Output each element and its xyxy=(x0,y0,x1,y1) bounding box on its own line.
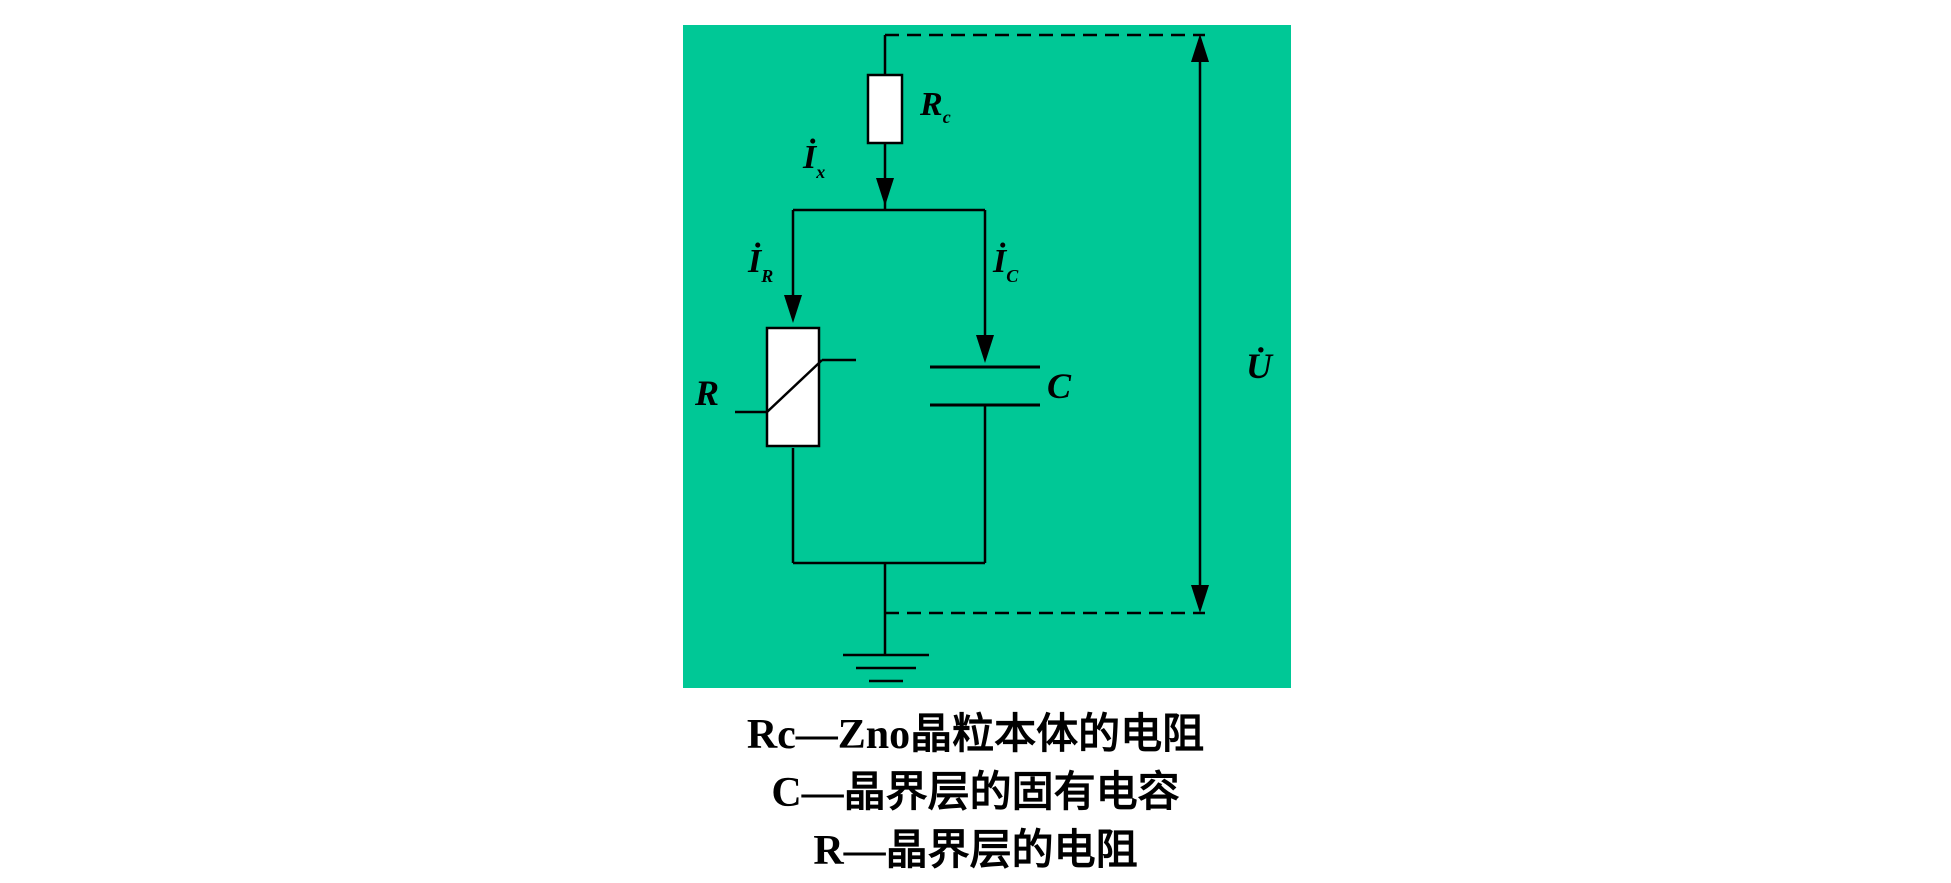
label-ix: İx xyxy=(802,138,825,182)
varistor-diagonal-inside xyxy=(766,362,820,413)
arrow-ir xyxy=(784,295,802,323)
label-ic: İC xyxy=(992,242,1019,286)
arrow-u-top xyxy=(1191,34,1209,62)
arrow-u-bottom xyxy=(1191,585,1209,613)
legend-line-2: C—晶界层的固有电容 xyxy=(771,770,1180,816)
arrow-ix xyxy=(876,178,894,206)
legend-line-1: Rc—Zno晶粒本体的电阻 xyxy=(746,712,1205,758)
arrow-ic xyxy=(976,335,994,363)
label-rc: Rc xyxy=(919,86,951,127)
legend-line-3: R—晶界层的电阻 xyxy=(813,828,1138,874)
label-r: R xyxy=(694,373,719,413)
label-ir: İR xyxy=(747,242,773,286)
label-u: U̇ xyxy=(1246,346,1274,386)
label-c: C xyxy=(1047,366,1072,406)
resistor-rc xyxy=(866,73,904,145)
